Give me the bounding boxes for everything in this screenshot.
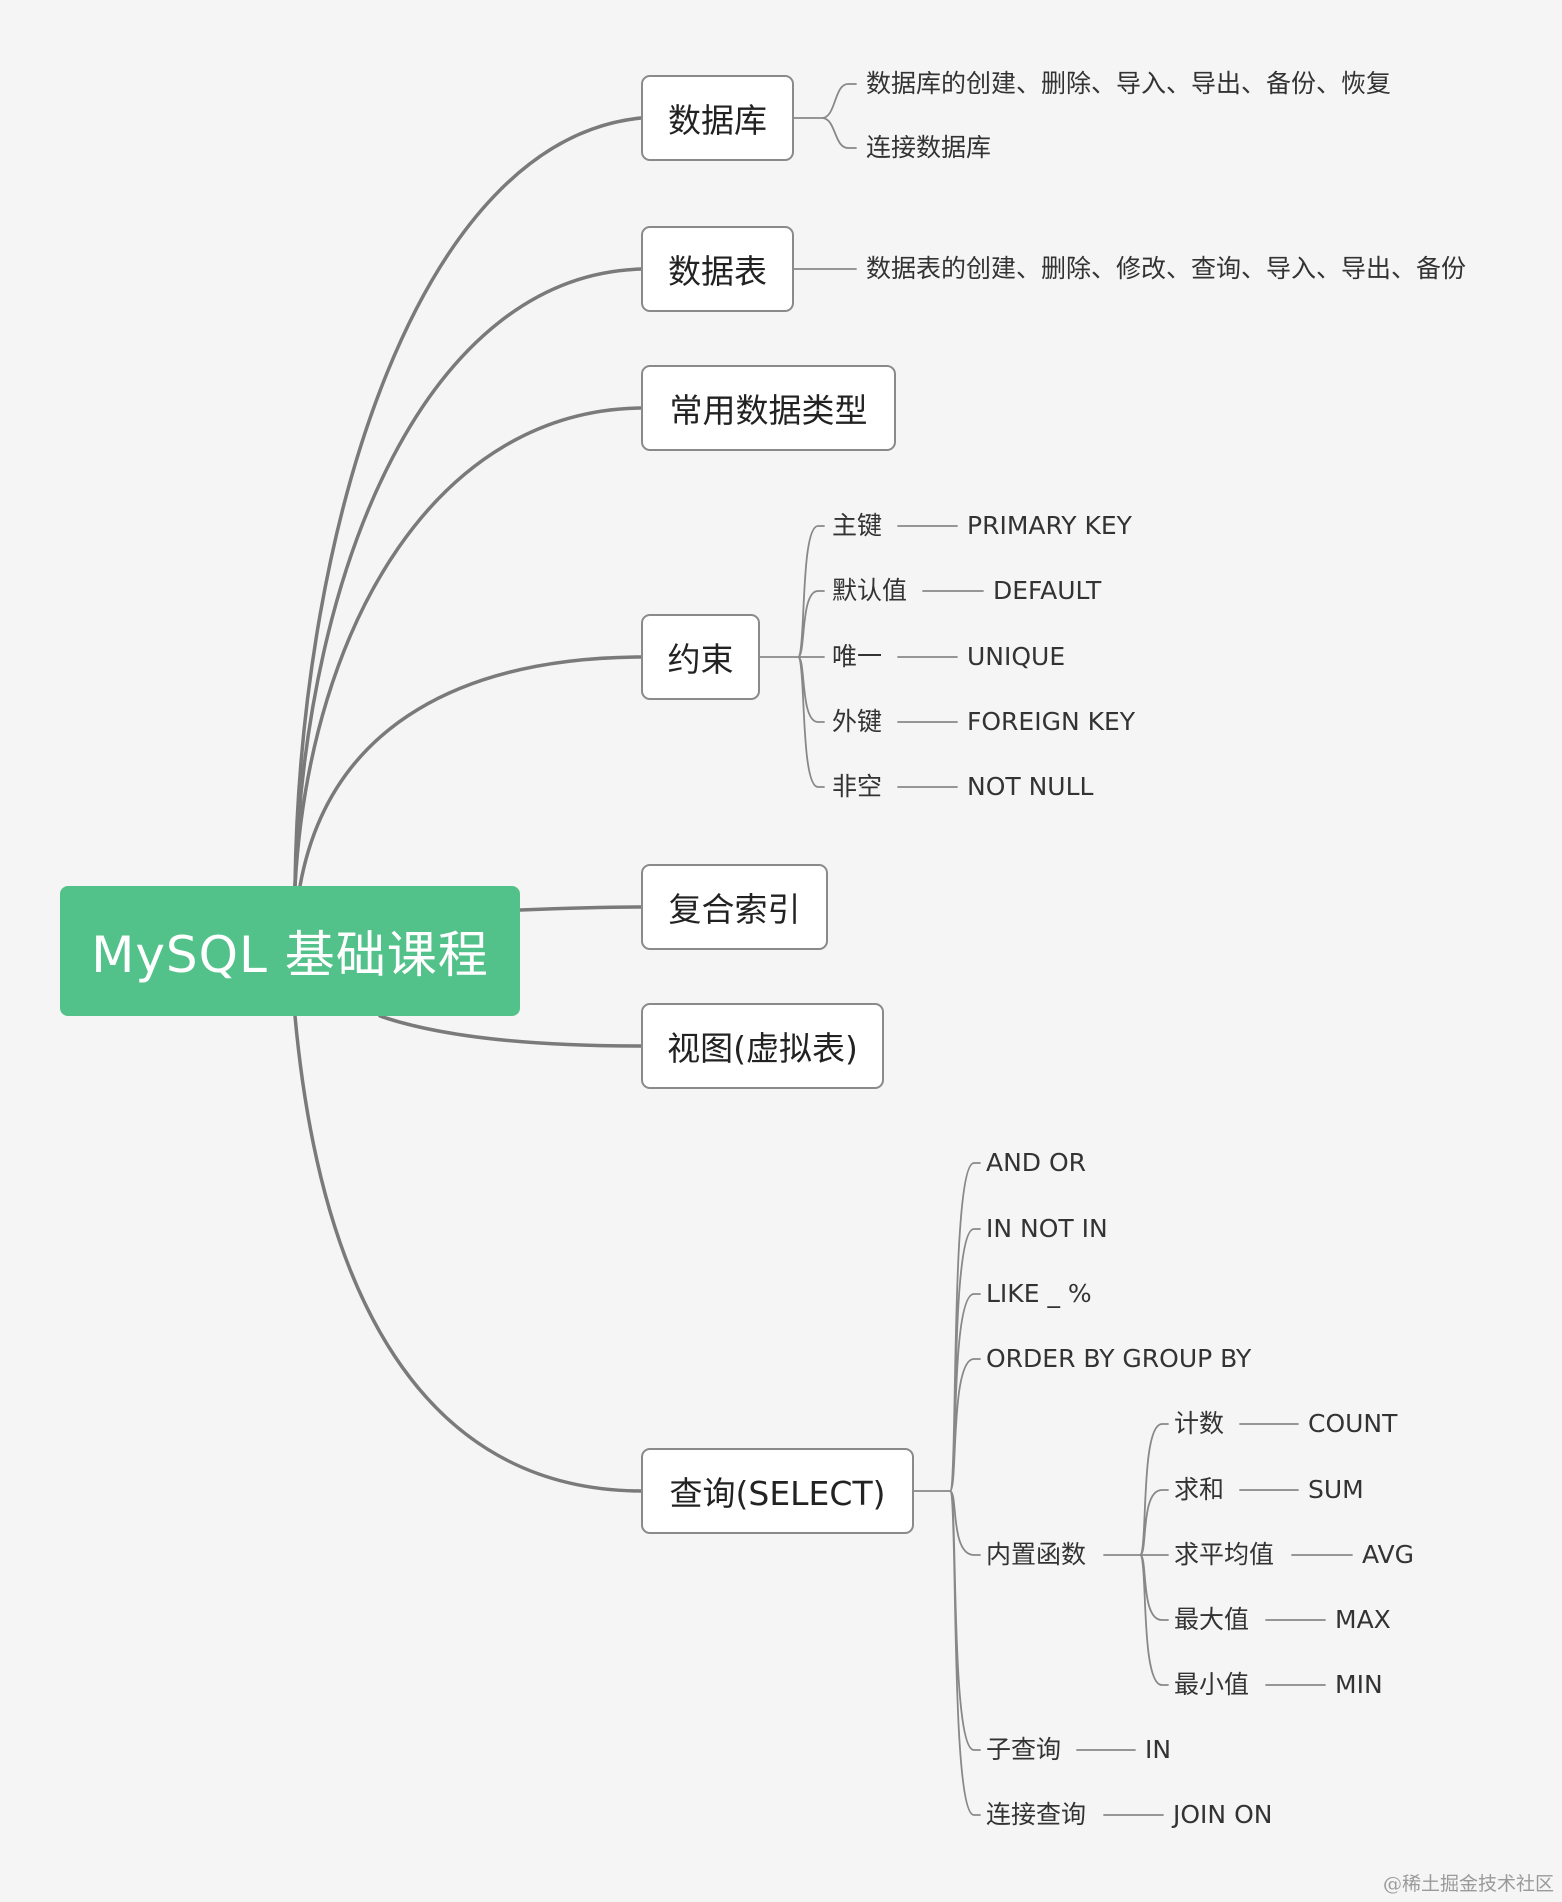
node-database[interactable]: 数据库 bbox=[641, 75, 794, 161]
leaf-function-keyword[interactable]: SUM bbox=[1308, 1475, 1364, 1504]
root-label: MySQL 基础课程 bbox=[91, 926, 489, 984]
node-constraints[interactable]: 约束 bbox=[641, 614, 760, 700]
leaf-constraint-keyword[interactable]: NOT NULL bbox=[967, 772, 1094, 801]
leaf-function-name[interactable]: 最大值 bbox=[1174, 1605, 1250, 1634]
node-composite-index-label: 复合索引 bbox=[668, 890, 801, 929]
link-sub-join-keywords bbox=[1076, 1749, 1164, 1816]
leaf-constraint-keyword[interactable]: DEFAULT bbox=[993, 576, 1102, 605]
node-table[interactable]: 数据表 bbox=[641, 226, 794, 312]
node-select-label: 查询(SELECT) bbox=[669, 1474, 886, 1513]
link-root-database bbox=[293, 116, 643, 888]
link-constraints-children bbox=[759, 525, 825, 788]
leaf-join[interactable]: 连接查询 bbox=[986, 1800, 1087, 1829]
link-builtin-children bbox=[1103, 1423, 1169, 1686]
leaf-function-keyword[interactable]: AVG bbox=[1362, 1540, 1414, 1569]
node-select[interactable]: 查询(SELECT) bbox=[641, 1448, 914, 1534]
leaf-database-ops[interactable]: 数据库的创建、删除、导入、导出、备份、恢复 bbox=[866, 69, 1392, 98]
leaf-select-operator[interactable]: IN NOT IN bbox=[986, 1214, 1108, 1243]
leaf-join-keyword[interactable]: JOIN ON bbox=[1173, 1800, 1273, 1829]
leaf-constraint-keyword[interactable]: FOREIGN KEY bbox=[967, 707, 1136, 736]
leaf-function-name[interactable]: 计数 bbox=[1174, 1409, 1225, 1438]
link-root-constraints bbox=[298, 655, 643, 888]
link-root-view bbox=[378, 1014, 643, 1048]
node-datatypes[interactable]: 常用数据类型 bbox=[641, 365, 896, 451]
leaf-constraint-name[interactable]: 主键 bbox=[832, 511, 883, 540]
leaf-select-operator[interactable]: AND OR bbox=[986, 1148, 1087, 1177]
leaf-select-operator[interactable]: LIKE _ % bbox=[986, 1279, 1092, 1308]
root-node[interactable]: MySQL 基础课程 bbox=[60, 886, 520, 1016]
node-database-label: 数据库 bbox=[668, 101, 767, 140]
node-table-label: 数据表 bbox=[668, 252, 767, 291]
link-root-select bbox=[293, 1014, 643, 1493]
link-root-datatypes bbox=[293, 406, 643, 888]
leaf-function-keyword[interactable]: COUNT bbox=[1308, 1409, 1398, 1438]
leaf-constraint-name[interactable]: 外键 bbox=[832, 707, 883, 736]
leaf-function-name[interactable]: 最小值 bbox=[1174, 1670, 1250, 1699]
leaf-select-operator[interactable]: ORDER BY GROUP BY bbox=[986, 1344, 1252, 1373]
leaf-builtin-functions[interactable]: 内置函数 bbox=[986, 1540, 1087, 1569]
link-root-index bbox=[518, 905, 643, 912]
link-constraint-keywords bbox=[897, 525, 984, 788]
link-builtin-keywords bbox=[1239, 1423, 1353, 1686]
leaf-table-ops[interactable]: 数据表的创建、删除、修改、查询、导入、导出、备份 bbox=[866, 254, 1467, 283]
link-database-children bbox=[793, 83, 857, 149]
leaf-constraint-keyword[interactable]: PRIMARY KEY bbox=[967, 511, 1132, 540]
watermark: @稀土掘金技术社区 bbox=[1382, 1873, 1554, 1895]
node-datatypes-label: 常用数据类型 bbox=[669, 391, 868, 430]
leaf-constraint-name[interactable]: 唯一 bbox=[832, 642, 883, 671]
leaf-subquery-keyword[interactable]: IN bbox=[1145, 1735, 1172, 1764]
leaf-function-keyword[interactable]: MIN bbox=[1335, 1670, 1383, 1699]
node-view[interactable]: 视图(虚拟表) bbox=[641, 1003, 884, 1089]
node-constraints-label: 约束 bbox=[667, 640, 734, 679]
leaf-function-name[interactable]: 求平均值 bbox=[1174, 1540, 1275, 1569]
node-view-label: 视图(虚拟表) bbox=[667, 1029, 858, 1068]
link-select-children bbox=[913, 1162, 981, 1816]
node-composite-index[interactable]: 复合索引 bbox=[641, 864, 828, 950]
leaf-database-connect[interactable]: 连接数据库 bbox=[866, 133, 992, 162]
leaf-function-name[interactable]: 求和 bbox=[1174, 1475, 1225, 1504]
leaf-constraint-keyword[interactable]: UNIQUE bbox=[967, 642, 1066, 671]
leaf-function-keyword[interactable]: MAX bbox=[1335, 1605, 1391, 1634]
leaf-constraint-name[interactable]: 默认值 bbox=[832, 576, 908, 605]
link-root-table bbox=[293, 267, 643, 888]
leaf-constraint-name[interactable]: 非空 bbox=[832, 772, 883, 801]
leaf-subquery[interactable]: 子查询 bbox=[986, 1735, 1062, 1764]
